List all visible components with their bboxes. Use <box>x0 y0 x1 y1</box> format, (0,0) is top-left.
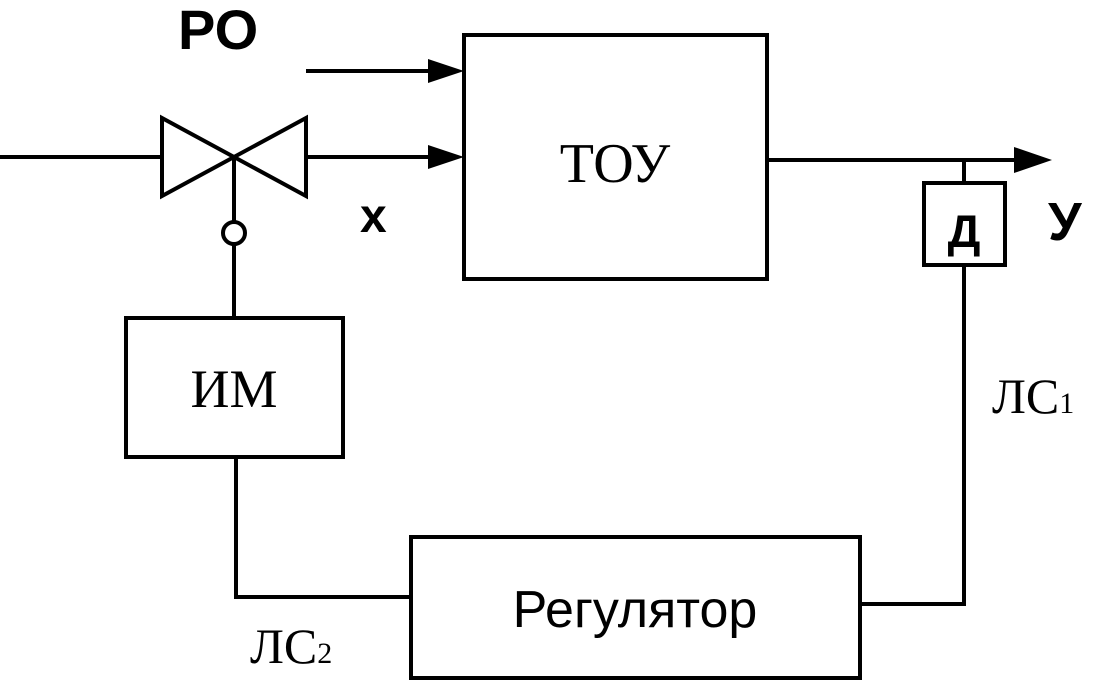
sensor-d-box <box>922 181 1007 267</box>
ls2-label-sub: 2 <box>317 637 332 670</box>
regulator-box <box>409 535 862 680</box>
valve-left-triangle <box>160 114 239 200</box>
x-label: x <box>360 190 387 243</box>
ls1-label: ЛС1 <box>992 368 1074 424</box>
tou-label: ТОУ <box>560 133 671 195</box>
ls1-label-base: ЛС <box>992 368 1059 424</box>
ro-label: РО <box>178 0 258 61</box>
valve-stem-circle <box>221 220 247 246</box>
y-label: У <box>1048 192 1083 252</box>
regulator-label: Регулятор <box>513 581 758 639</box>
y-output-arrowhead <box>1014 147 1052 173</box>
ls2-label-base: ЛС <box>250 618 317 674</box>
ls2-label: ЛС2 <box>250 618 332 674</box>
im-label: ИМ <box>190 359 277 419</box>
tou-box <box>462 33 769 281</box>
ls1-label-sub: 1 <box>1059 387 1074 420</box>
sensor-d-label: Д <box>948 205 981 257</box>
x-flow-arrowhead <box>428 145 464 169</box>
ro-flow-arrowhead <box>428 59 464 83</box>
im-box <box>124 316 345 459</box>
valve-right-triangle <box>229 114 308 200</box>
